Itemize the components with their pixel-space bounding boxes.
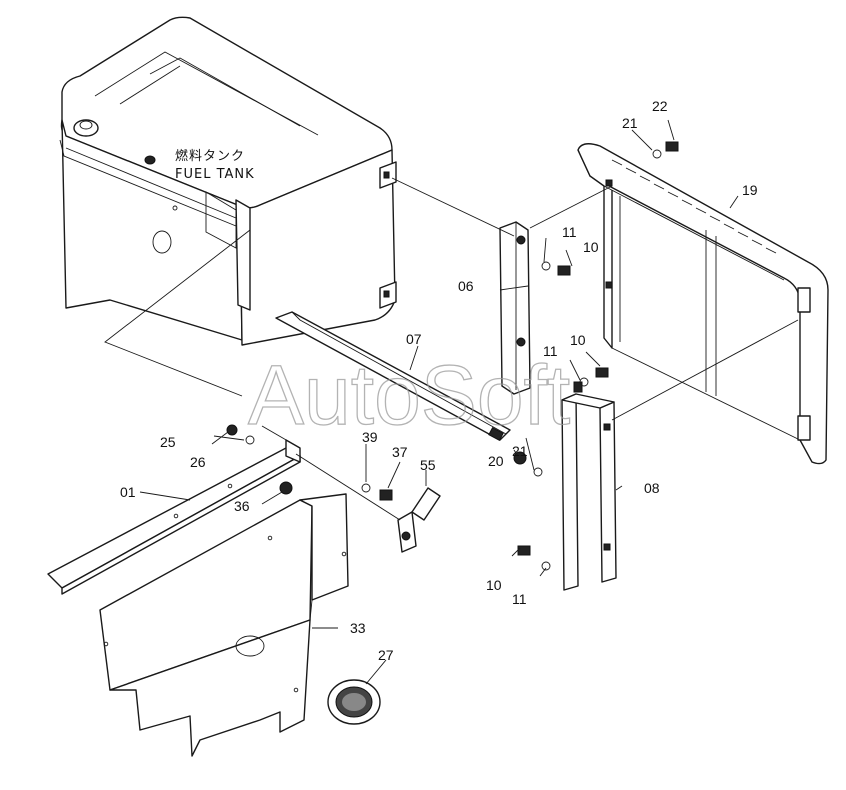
guard-panel-19 [577, 143, 829, 465]
label-22: 22 [652, 98, 668, 114]
label-21b: 21 [622, 115, 638, 131]
cover-33 [99, 493, 349, 757]
label-06: 06 [458, 278, 474, 294]
label-55: 55 [420, 457, 436, 473]
bracket-08 [561, 381, 617, 591]
grommet-27 [327, 679, 381, 725]
watermark: AutoSoft [248, 348, 570, 442]
label-10b: 10 [570, 332, 586, 348]
label-11c: 11 [512, 591, 527, 607]
hardware [226, 141, 679, 571]
rail-01 [47, 439, 301, 595]
fuel-tank [59, 16, 397, 397]
label-25: 25 [160, 434, 176, 450]
label-01: 01 [120, 484, 136, 500]
label-11b: 11 [543, 343, 558, 359]
tank-label-en: FUEL TANK [175, 167, 255, 182]
label-33: 33 [350, 620, 366, 636]
part-labels: 01 06 07 08 10 10 10 11 11 11 19 20 21 2… [120, 98, 758, 663]
label-36: 36 [234, 498, 250, 514]
label-08: 08 [644, 480, 660, 496]
strap-07 [275, 311, 511, 442]
projection-lines [261, 177, 799, 521]
tank-label-jp: 燃料タンク [175, 148, 245, 164]
label-19: 19 [742, 182, 758, 198]
label-26: 26 [190, 454, 206, 470]
label-10c: 10 [486, 577, 502, 593]
label-27: 27 [378, 647, 394, 663]
label-39: 39 [362, 429, 378, 445]
label-10a: 10 [583, 239, 599, 255]
label-07: 07 [406, 331, 422, 347]
leader-lines [139, 119, 739, 685]
label-20: 20 [488, 453, 504, 469]
label-11a: 11 [562, 224, 577, 240]
bracket-55 [397, 487, 441, 553]
label-37: 37 [392, 444, 408, 460]
label-21a: 21 [512, 443, 528, 459]
bracket-06 [499, 221, 531, 395]
